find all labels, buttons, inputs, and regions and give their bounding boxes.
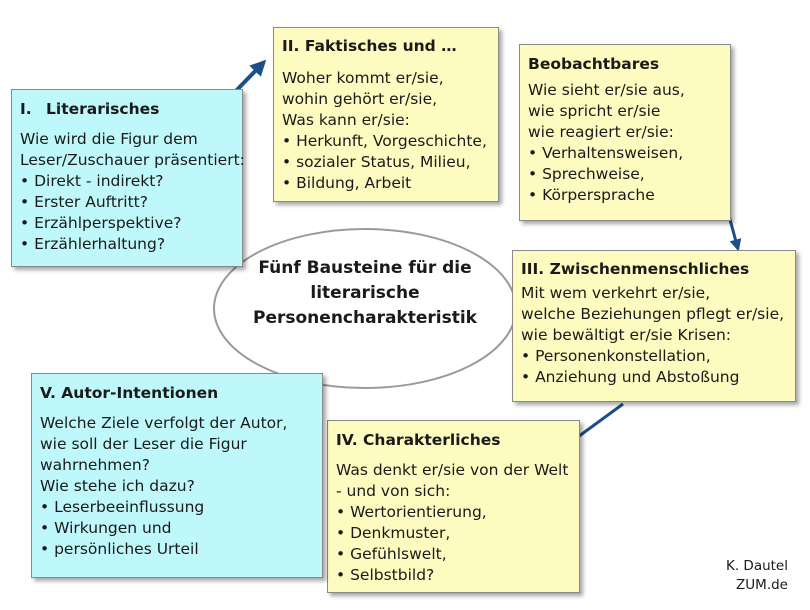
box-beobachtbares: Beobachtbares Wie sieht er/sie aus, wie …: [519, 44, 731, 221]
box-line: wahrnehmen?: [40, 456, 150, 474]
box-line: Mit wem verkehrt er/sie,: [521, 284, 711, 302]
box-zwischenmenschliches: III. Zwischenmenschliches Mit wem verkeh…: [512, 250, 796, 402]
bullet-item: Selbstbild?: [336, 565, 571, 586]
bullet-item: Erzählperspektive?: [20, 213, 234, 234]
bullet-item: sozialer Status, Milieu,: [282, 152, 490, 173]
bullet-item: persönliches Urteil: [40, 539, 314, 560]
bullet-item: Gefühlswelt,: [336, 544, 571, 565]
box-title: V. Autor-Intentionen: [40, 384, 219, 402]
center-title-line: Fünf Bausteine für die: [258, 258, 472, 278]
box-title: II. Faktisches und …: [282, 37, 457, 55]
box-title: III. Zwischenmenschliches: [521, 260, 750, 278]
box-line: wohin gehört er/sie,: [282, 90, 438, 108]
bullet-item: Wirkungen und: [40, 518, 314, 539]
bullet-item: Erzählerhaltung?: [20, 234, 234, 255]
box-title: IV. Charakterliches: [336, 431, 501, 449]
box-title: I. Literarisches: [20, 100, 234, 119]
box-line: - und von sich:: [336, 482, 451, 500]
box-charakterliches: IV. Charakterliches Was denkt er/sie von…: [327, 420, 580, 593]
box-title-text: Literarisches: [46, 100, 160, 118]
bullet-item: Sprechweise,: [528, 164, 722, 185]
bullet-item: Erster Auftritt?: [20, 192, 234, 213]
box-line: Wie stehe ich dazu?: [40, 477, 195, 495]
center-title: Fünf Bausteine für die literarische Pers…: [232, 256, 498, 331]
bullet-item: Wertorientierung,: [336, 502, 571, 523]
box-line: wie soll der Leser die Figur: [40, 435, 247, 453]
bullet-item: Leserbeeinflussung: [40, 497, 314, 518]
box-line: Welche Ziele verfolgt der Autor,: [40, 414, 288, 432]
box-line: Leser/Zuschauer präsentiert:: [20, 151, 245, 169]
box-number: I.: [20, 100, 32, 118]
author-name: K. Dautel: [725, 558, 788, 574]
box-line: Was kann er/sie:: [282, 111, 410, 129]
bullet-item: Anziehung und Abstoßung: [521, 367, 787, 388]
bullet-item: Bildung, Arbeit: [282, 173, 490, 194]
bullet-item: Direkt - indirekt?: [20, 171, 234, 192]
center-title-line: literarische: [310, 283, 420, 303]
center-title-line: Personencharakteristik: [253, 308, 477, 328]
box-line: welche Beziehungen pflegt er/sie,: [521, 305, 785, 323]
box-line: wie bewältigt er/sie Krisen:: [521, 326, 732, 344]
bullet-item: Körpersprache: [528, 185, 722, 206]
author-site: ZUM.de: [736, 577, 788, 593]
box-literarisches: I. Literarisches Wie wird die Figur dem L…: [11, 89, 245, 267]
author-credit: K. Dautel ZUM.de: [726, 557, 788, 595]
bullet-item: Verhaltensweisen,: [528, 143, 722, 164]
box-line: Wie sieht er/sie aus,: [528, 81, 685, 99]
box-line: wie reagiert er/sie:: [528, 123, 674, 141]
bullet-item: Denkmuster,: [336, 523, 571, 544]
bullet-item: Personenkonstellation,: [521, 346, 787, 367]
box-title: Beobachtbares: [528, 55, 660, 73]
box-autor-intentionen: V. Autor-Intentionen Welche Ziele verfol…: [31, 373, 323, 578]
box-line: Was denkt er/sie von der Welt: [336, 461, 569, 479]
box-line: wie spricht er/sie: [528, 102, 661, 120]
bullet-item: Herkunft, Vorgeschichte,: [282, 131, 490, 152]
box-line: Wie wird die Figur dem: [20, 130, 198, 148]
box-line: Woher kommt er/sie,: [282, 69, 444, 87]
box-faktisches: II. Faktisches und … Woher kommt er/sie,…: [273, 27, 499, 202]
